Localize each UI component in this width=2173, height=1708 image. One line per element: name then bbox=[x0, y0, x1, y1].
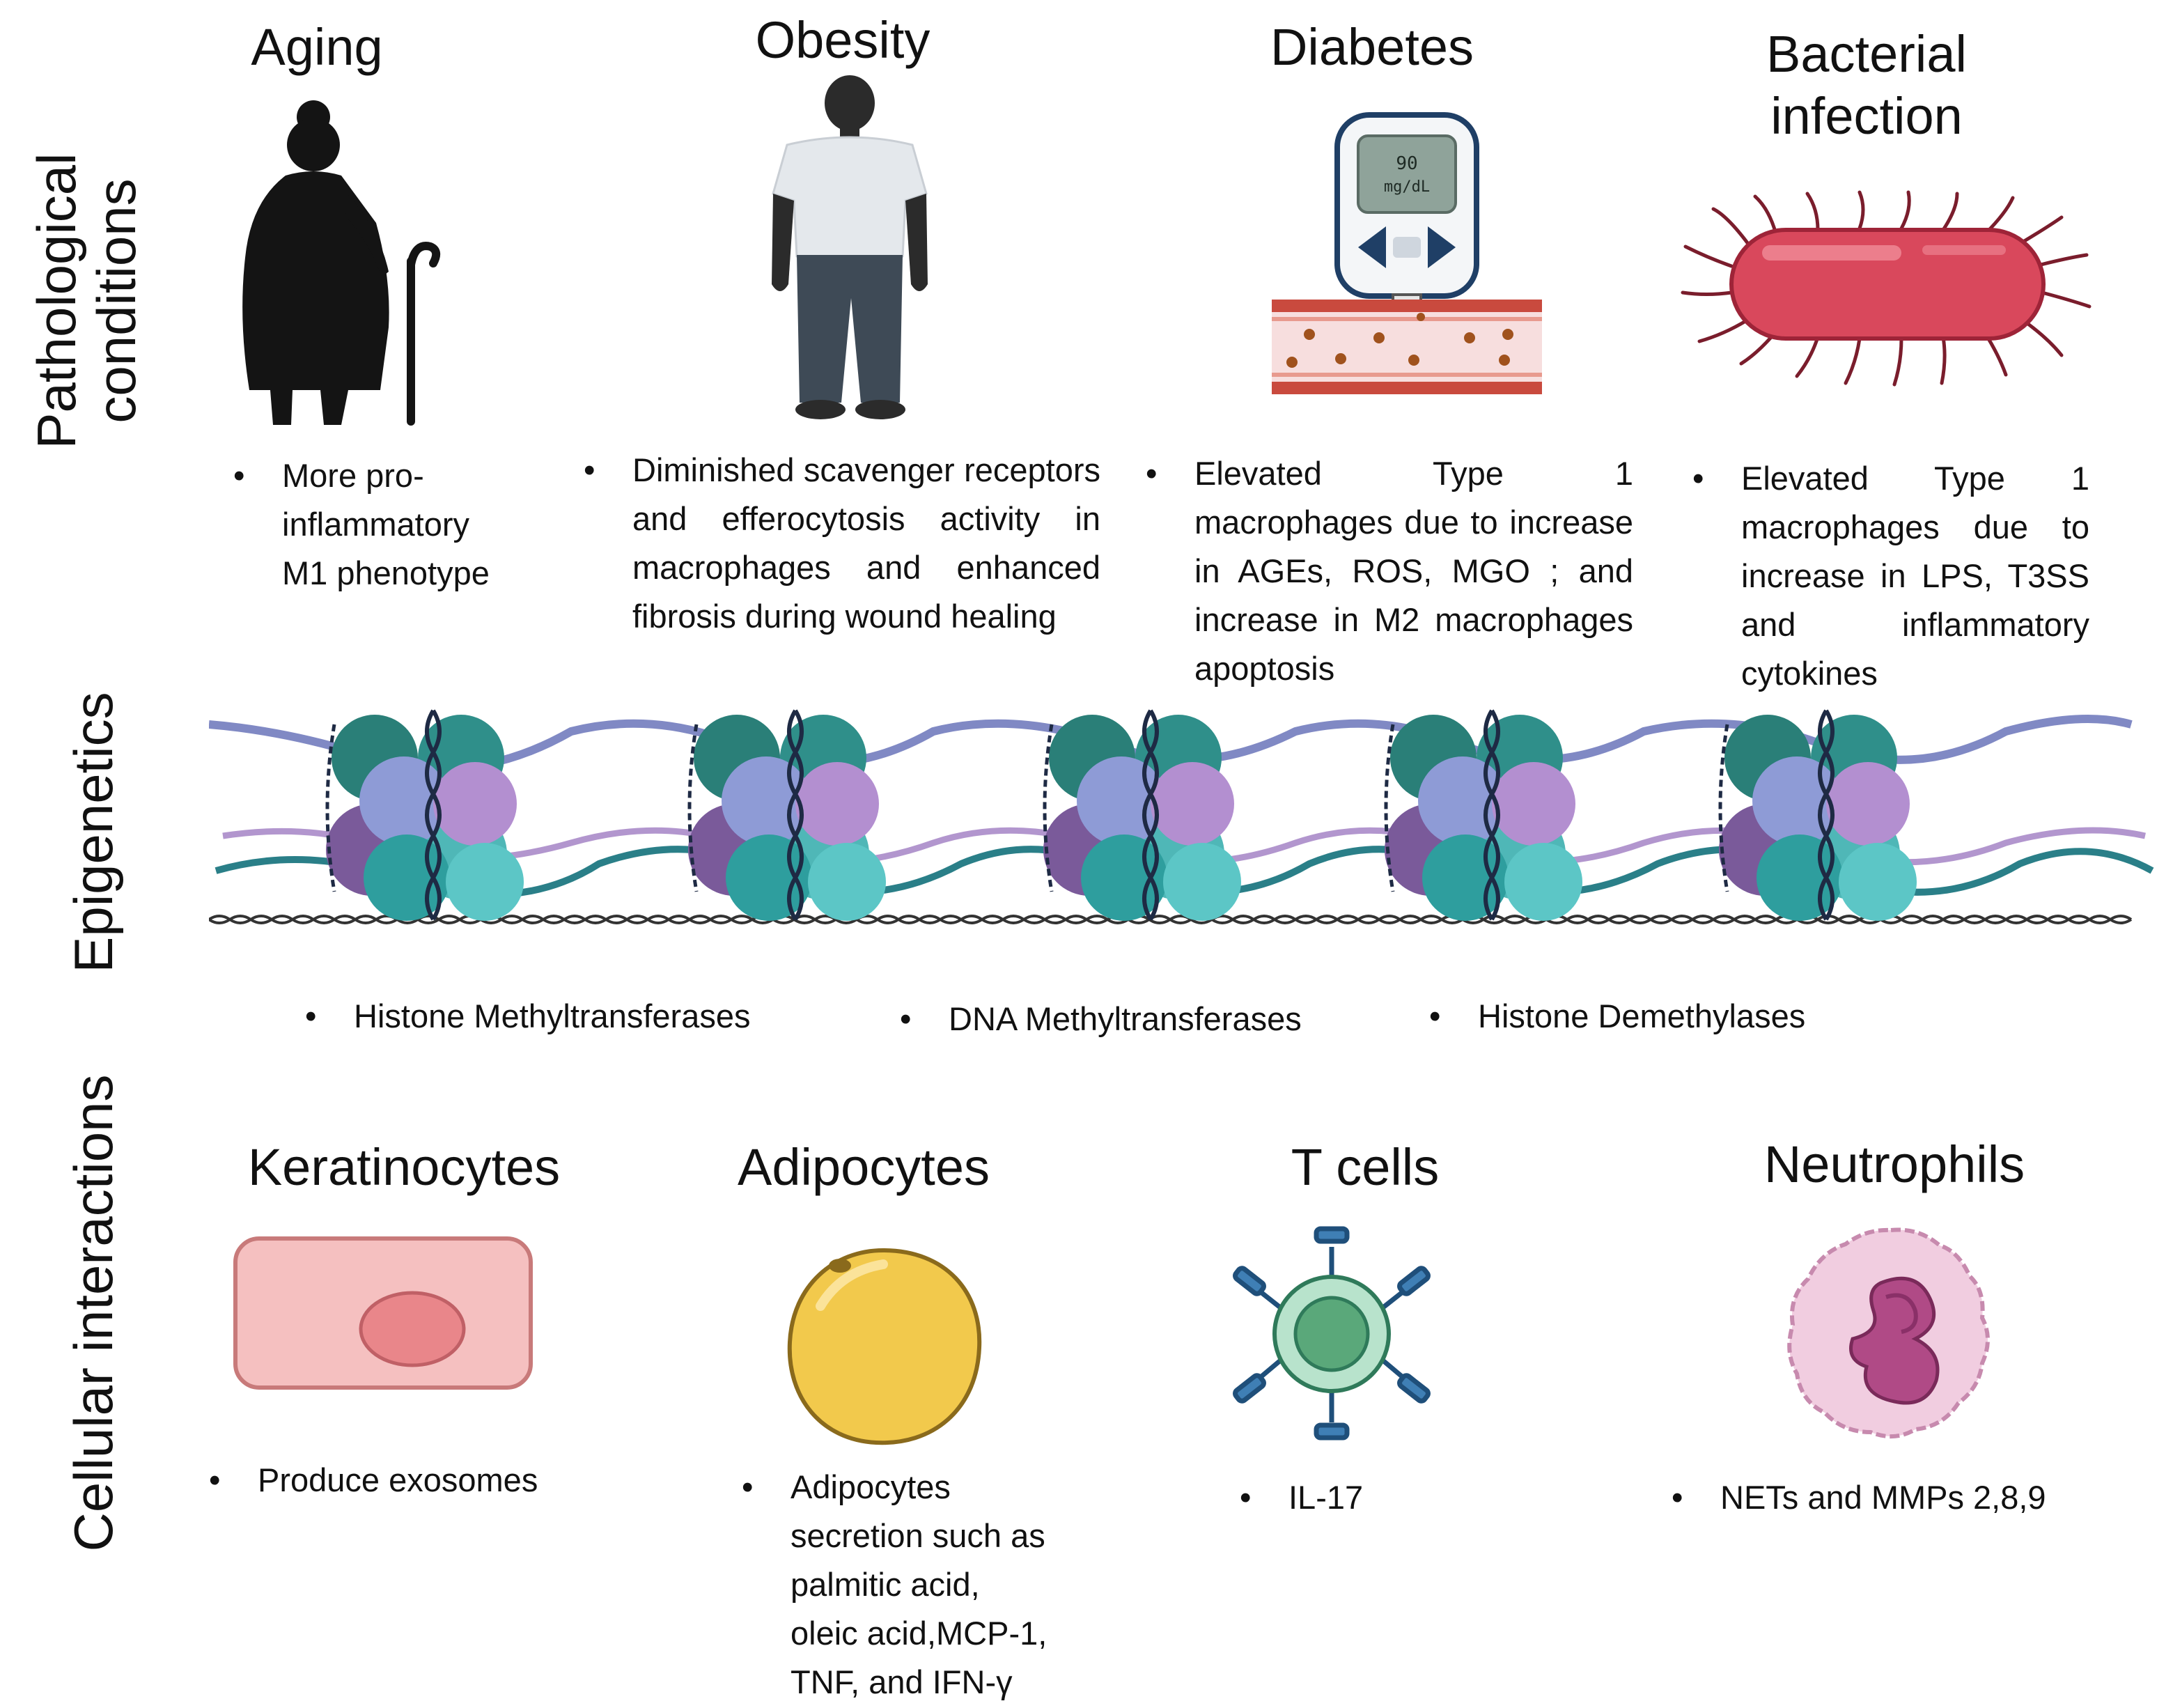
bullet-symbol: • bbox=[1146, 455, 1158, 492]
condition-bullet-aging: • More pro- inflammatory M1 phenotype bbox=[233, 451, 540, 598]
epigenetics-bullet-histone-demethylases: • Histone Demethylases bbox=[1429, 992, 1986, 1041]
bullet-symbol: • bbox=[1240, 1479, 1252, 1516]
bullet-symbol: • bbox=[900, 1000, 912, 1037]
bullet-symbol: • bbox=[1692, 460, 1704, 497]
meter-unit: mg/dL bbox=[1384, 178, 1430, 196]
cell-title-adipocytes: Adipocytes bbox=[738, 1138, 990, 1196]
bullet-symbol: • bbox=[209, 1461, 221, 1498]
bullet-symbol: • bbox=[584, 451, 595, 488]
bullet-symbol: • bbox=[742, 1468, 754, 1505]
epigenetics-text-1: Histone Methyltransferases bbox=[354, 997, 751, 1034]
bullet-symbol: • bbox=[305, 997, 317, 1034]
cell-bullet-keratinocytes: • Produce exosomes bbox=[209, 1456, 627, 1505]
cell-text-adipocytes-line3: palmitic acid, bbox=[790, 1566, 980, 1603]
condition-text-obesity: Diminished scavenger receptors and effer… bbox=[632, 451, 1100, 635]
section-label-pathological-line2: conditions bbox=[86, 178, 147, 424]
bullet-symbol: • bbox=[233, 457, 245, 494]
condition-title-aging: Aging bbox=[251, 18, 383, 76]
epigenetics-bullet-histone-methyltransferases: • Histone Methyltransferases bbox=[305, 992, 862, 1041]
section-label-pathological-line1: Pathological bbox=[26, 153, 88, 449]
condition-bullet-bacterial: • Elevated Type 1 macrophages due to inc… bbox=[1692, 454, 2089, 698]
epigenetics-bullet-dna-methyltransferases: • DNA Methyltransferases bbox=[900, 995, 1457, 1043]
condition-text-bacterial: Elevated Type 1 macrophages due to incre… bbox=[1741, 460, 2089, 692]
elderly-woman-icon bbox=[242, 100, 441, 426]
cell-title-neutrophils: Neutrophils bbox=[1763, 1135, 2025, 1193]
chromatin-nucleosome-illustration bbox=[209, 704, 2154, 924]
t-cell-icon bbox=[1233, 1226, 1431, 1441]
condition-title-diabetes: Diabetes bbox=[1270, 18, 1474, 76]
adipocyte-cell-icon bbox=[787, 1248, 982, 1445]
cell-title-keratinocytes: Keratinocytes bbox=[247, 1138, 561, 1196]
glucometer-icon: 90 mg/dL bbox=[1272, 112, 1542, 394]
cell-bullet-adipocytes: • Adipocytes secretion such as palmitic … bbox=[742, 1463, 1160, 1707]
condition-title-bacterial-line2: infection bbox=[1770, 86, 1963, 145]
bullet-symbol: • bbox=[1429, 997, 1441, 1034]
condition-text-aging-line3: M1 phenotype bbox=[282, 554, 490, 591]
condition-text-aging-line1: More pro- bbox=[282, 457, 424, 494]
condition-title-bacterial: Bacterial infection bbox=[1734, 24, 1999, 148]
cell-text-tcells: IL-17 bbox=[1288, 1479, 1364, 1516]
cell-text-adipocytes-line5: TNF, and IFN-γ bbox=[790, 1663, 1013, 1700]
meter-reading: 90 bbox=[1396, 153, 1417, 174]
neutrophil-cell-icon bbox=[1787, 1227, 1990, 1439]
section-label-epigenetics: Epigenetics bbox=[63, 692, 125, 973]
condition-text-aging-line2: inflammatory bbox=[282, 506, 470, 543]
cell-text-adipocytes-line4: oleic acid,MCP-1, bbox=[790, 1615, 1047, 1652]
condition-title-bacterial-line1: Bacterial bbox=[1766, 25, 1967, 83]
keratinocyte-cell-icon bbox=[233, 1236, 533, 1390]
cell-title-tcells: T cells bbox=[1291, 1138, 1440, 1196]
condition-text-diabetes: Elevated Type 1 macrophages due to incre… bbox=[1194, 455, 1633, 687]
obese-person-icon bbox=[772, 75, 928, 419]
bullet-symbol: • bbox=[1672, 1479, 1683, 1516]
epigenetics-text-2: DNA Methyltransferases bbox=[949, 1000, 1302, 1037]
cell-bullet-tcells: • IL-17 bbox=[1240, 1473, 1518, 1522]
cell-text-keratinocytes: Produce exosomes bbox=[258, 1461, 538, 1498]
condition-bullet-diabetes: • Elevated Type 1 macrophages due to inc… bbox=[1146, 449, 1633, 693]
condition-title-obesity: Obesity bbox=[755, 11, 930, 69]
condition-bullet-obesity: • Diminished scavenger receptors and eff… bbox=[584, 446, 1100, 641]
bacterium-icon bbox=[1681, 190, 2092, 387]
cell-text-adipocytes-line2: secretion such as bbox=[790, 1517, 1045, 1554]
cell-text-adipocytes-line1: Adipocytes bbox=[790, 1468, 951, 1505]
section-label-cellular: Cellular interactions bbox=[63, 1074, 125, 1552]
cell-bullet-neutrophils: • NETs and MMPs 2,8,9 bbox=[1672, 1473, 2117, 1522]
section-label-pathological: Pathological conditions bbox=[26, 153, 147, 449]
epigenetics-text-3: Histone Demethylases bbox=[1478, 997, 1806, 1034]
cell-text-neutrophils: NETs and MMPs 2,8,9 bbox=[1720, 1479, 2046, 1516]
